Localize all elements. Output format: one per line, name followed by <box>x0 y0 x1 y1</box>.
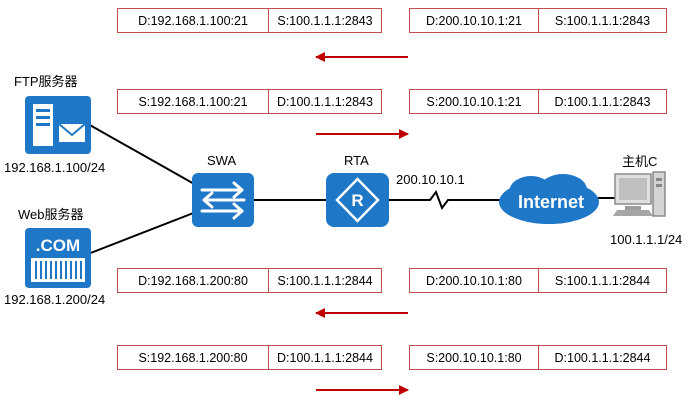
row2-left-packet-box: S:192.168.1.100:21 D:100.1.1.1:2843 <box>117 89 382 114</box>
switch-icon <box>192 173 254 232</box>
packet-field: S:100.1.1.1:2843 <box>538 9 666 32</box>
pc-icon <box>613 170 667 229</box>
packet-field: S:100.1.1.1:2844 <box>268 269 381 292</box>
packet-field: D:192.168.1.200:80 <box>138 273 248 288</box>
packet-field: D:100.1.1.1:2843 <box>268 90 381 113</box>
row2-right-packet-box: S:200.10.10.1:21 D:100.1.1.1:2843 <box>409 89 667 114</box>
host-ip: 100.1.1.1/24 <box>610 232 683 247</box>
web-server-icon: .COM <box>25 228 91 293</box>
packet-field: D:100.1.1.1:2843 <box>538 90 666 113</box>
link-web-swa <box>87 211 197 255</box>
packet-field: S:192.168.1.200:80 <box>138 350 248 365</box>
packet-field: S:100.1.1.1:2844 <box>538 269 666 292</box>
rta-label: RTA <box>344 153 369 168</box>
web-badge: .COM <box>36 236 80 255</box>
ftp-server-label: FTP服务器 <box>14 74 78 89</box>
ftp-server-ip: 192.168.1.100/24 <box>4 160 106 175</box>
packet-field: D:100.1.1.1:2844 <box>538 346 666 369</box>
rta-ip: 200.10.10.1 <box>396 172 465 187</box>
internet-label: Internet <box>518 192 584 212</box>
router-icon: R <box>326 173 389 232</box>
packet-field: D:100.1.1.1:2844 <box>268 346 381 369</box>
row3-right-packet-box: D:200.10.10.1:80 S:100.1.1.1:2844 <box>409 268 667 293</box>
packet-field: S:100.1.1.1:2843 <box>268 9 381 32</box>
ftp-server-icon <box>25 96 91 159</box>
link-ftp-swa <box>87 123 197 186</box>
host-label: 主机C <box>622 154 658 169</box>
web-server-label: Web服务器 <box>18 207 84 222</box>
row3-left-packet-box: D:192.168.1.200:80 S:100.1.1.1:2844 <box>117 268 382 293</box>
packet-field: S:192.168.1.100:21 <box>138 94 248 109</box>
row4-left-packet-box: S:192.168.1.200:80 D:100.1.1.1:2844 <box>117 345 382 370</box>
swa-label: SWA <box>207 153 237 168</box>
link-rta-internet-serial <box>389 189 505 211</box>
packet-field: S:200.10.10.1:80 <box>426 350 522 365</box>
row4-right-packet-box: S:200.10.10.1:80 D:100.1.1.1:2844 <box>409 345 667 370</box>
svg-text:R: R <box>351 191 363 210</box>
row1-left-packet-box: D:192.168.1.100:21 S:100.1.1.1:2843 <box>117 8 382 33</box>
web-server-ip: 192.168.1.200/24 <box>4 292 106 307</box>
packet-field: D:200.10.10.1:21 <box>426 13 522 28</box>
packet-field: D:192.168.1.100:21 <box>138 13 248 28</box>
packet-field: S:200.10.10.1:21 <box>426 94 522 109</box>
packet-field: D:200.10.10.1:80 <box>426 273 522 288</box>
row1-right-packet-box: D:200.10.10.1:21 S:100.1.1.1:2843 <box>409 8 667 33</box>
cloud-icon: Internet <box>497 172 601 233</box>
